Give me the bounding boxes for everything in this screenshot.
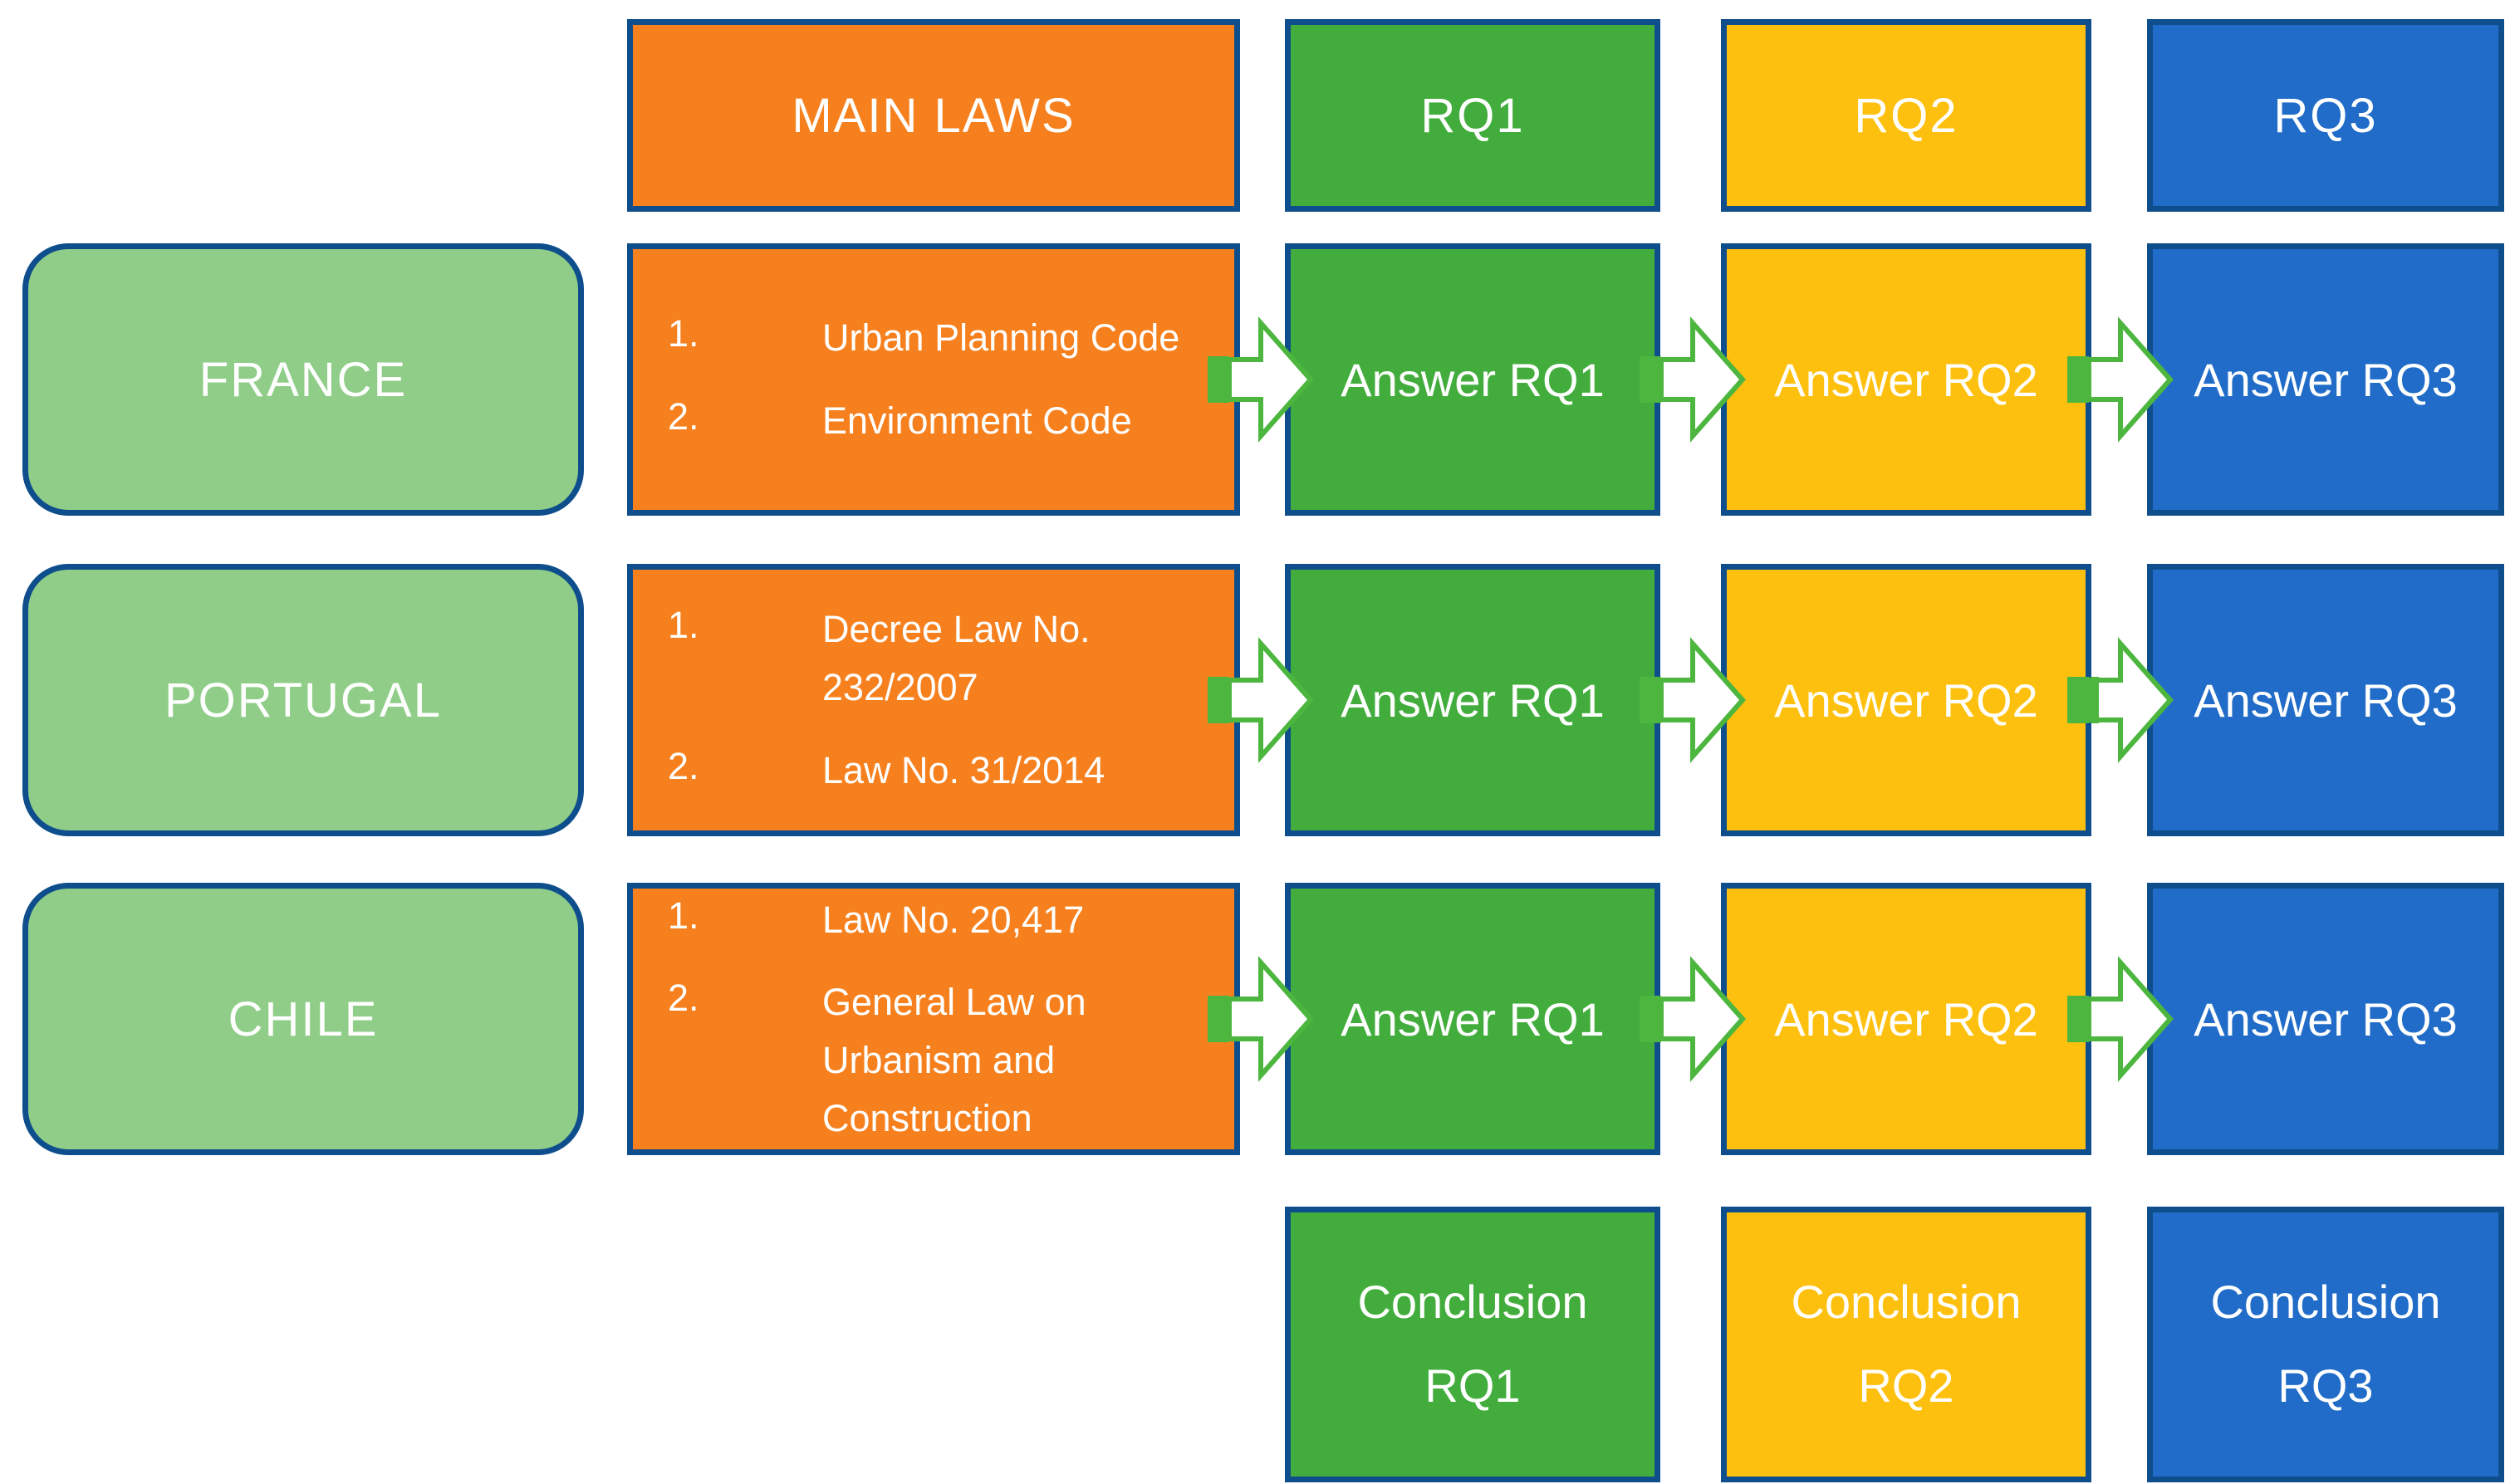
law-number: 1. [668,894,699,937]
answer-label: Answer RQ2 [1774,673,2038,727]
header-rq2-label: RQ2 [1854,88,1958,143]
answer-rq3-box-france: Answer RQ3 [2147,243,2504,516]
header-main-laws: MAIN LAWS [627,19,1240,212]
laws-box-france: 1. Urban Planning Code 2. Environment Co… [627,243,1240,516]
answer-rq1-box-chile: Answer RQ1 [1285,883,1660,1155]
law-item: 1. Urban Planning Code [668,309,1218,367]
law-text: Decree Law No. 232/2007 [822,608,1091,709]
law-text: Urban Planning Code [822,316,1180,360]
law-item: 2. Environment Code [668,392,1218,450]
law-text: Environment Code [822,399,1132,442]
answer-label: Answer RQ3 [2194,992,2458,1046]
flow-arrow-icon [2067,637,2174,763]
laws-list: 1. Urban Planning Code 2. Environment Co… [633,309,1234,450]
answer-label: Answer RQ3 [2194,353,2458,406]
law-number: 2. [668,977,699,1020]
country-label: FRANCE [199,352,408,407]
header-rq3-label: RQ3 [2273,88,2378,143]
law-text: General Law on Urbanism and Construction [822,981,1086,1139]
law-text: Law No. 31/2014 [822,748,1105,791]
header-rq1: RQ1 [1285,19,1660,212]
law-number: 1. [668,604,699,647]
country-label: PORTUGAL [164,673,442,727]
flow-arrow-icon [1640,956,1747,1082]
answer-rq2-box-chile: Answer RQ2 [1721,883,2091,1155]
answer-label: Answer RQ1 [1341,992,1605,1046]
flow-arrow-icon [1640,637,1747,763]
country-label: CHILE [228,992,379,1046]
law-number: 1. [668,312,699,355]
law-item: 1. Decree Law No. 232/2007 [668,600,1218,717]
laws-list: 1. Decree Law No. 232/2007 2. Law No. 31… [633,600,1234,799]
answer-rq3-box-chile: Answer RQ3 [2147,883,2504,1155]
flow-arrow-icon [1208,956,1315,1082]
answer-rq1-box-portugal: Answer RQ1 [1285,564,1660,836]
answer-rq3-box-portugal: Answer RQ3 [2147,564,2504,836]
flow-arrow-icon [2067,316,2174,443]
country-box-portugal: PORTUGAL [22,564,584,836]
answer-label: Answer RQ1 [1341,353,1605,406]
answer-label: Answer RQ2 [1774,353,2038,406]
answer-rq2-box-france: Answer RQ2 [1721,243,2091,516]
laws-box-chile: 1. Law No. 20,417 2. General Law on Urba… [627,883,1240,1155]
flow-arrow-icon [1208,316,1315,443]
answer-rq1-box-france: Answer RQ1 [1285,243,1660,516]
country-box-chile: CHILE [22,883,584,1155]
header-main-laws-label: MAIN LAWS [792,88,1076,143]
flow-arrow-icon [1640,316,1747,443]
law-number: 2. [668,744,699,787]
laws-list: 1. Law No. 20,417 2. General Law on Urba… [633,891,1234,1148]
answer-label: Answer RQ1 [1341,673,1605,727]
law-item: 2. General Law on Urbanism and Construct… [668,973,1218,1147]
country-box-france: FRANCE [22,243,584,516]
law-number: 2. [668,395,699,438]
answer-label: Answer RQ3 [2194,673,2458,727]
answer-rq2-box-portugal: Answer RQ2 [1721,564,2091,836]
law-item: 2. Law No. 31/2014 [668,742,1218,800]
header-rq2: RQ2 [1721,19,2091,212]
law-text: Law No. 20,417 [822,898,1085,941]
flow-arrow-icon [1208,637,1315,763]
answer-label: Answer RQ2 [1774,992,2038,1046]
law-item: 1. Law No. 20,417 [668,891,1218,949]
flow-arrow-icon [2067,956,2174,1082]
header-rq1-label: RQ1 [1420,88,1525,143]
laws-box-portugal: 1. Decree Law No. 232/2007 2. Law No. 31… [627,564,1240,836]
header-rq3: RQ3 [2147,19,2504,212]
